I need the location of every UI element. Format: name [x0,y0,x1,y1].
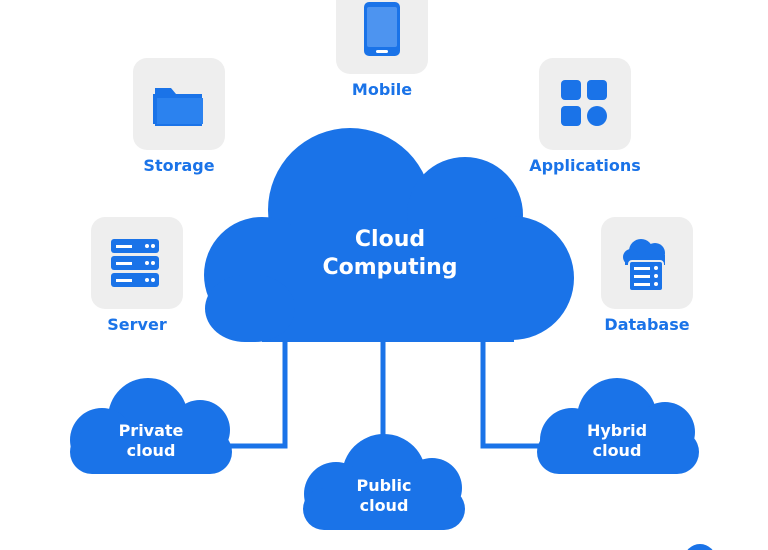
server-rack-icon [111,239,159,287]
center-cloud-label: Cloud Computing [290,226,490,281]
private-cloud-shape [70,378,232,474]
private-line-2: cloud [126,441,176,460]
server-tile [91,217,183,309]
storage-tile [133,58,225,150]
database-tile [601,217,693,309]
center-line-2: Computing [322,254,458,280]
server-label: Server [107,315,167,334]
hybrid-line-1: Hybrid [586,421,648,440]
center-line-1: Cloud [354,227,426,252]
hybrid-cloud-shape [537,378,699,474]
private-line-1: Private [118,421,184,440]
smartphone-icon [364,2,400,56]
private-cloud-label: Private cloud [91,421,211,461]
public-line-2: cloud [359,496,409,515]
hybrid-cloud-label: Hybrid cloud [557,421,677,461]
corner-badge [687,544,713,550]
database-label: Database [604,315,690,334]
applications-tile [539,58,631,150]
mobile-tile [336,0,428,74]
cloud-database-icon [623,239,665,292]
public-line-1: Public [356,476,412,495]
applications-label: Applications [529,156,641,175]
connector-private [228,340,288,449]
storage-label: Storage [143,156,215,175]
mobile-label: Mobile [351,80,413,99]
folder-icon [153,88,203,126]
hybrid-line-2: cloud [592,441,642,460]
connector-hybrid [480,340,540,449]
main-cloud-shape [204,128,574,342]
public-cloud-shape [303,434,465,530]
public-cloud-label: Public cloud [324,476,444,516]
apps-grid-icon [561,80,607,126]
